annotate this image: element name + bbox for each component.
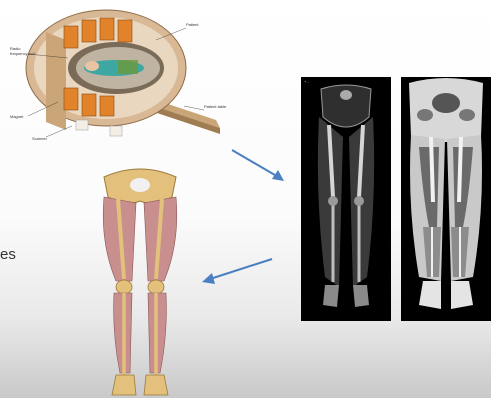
label-magnet: Magnet [10, 114, 23, 119]
arrow-to-model-icon [198, 255, 276, 287]
arrow-to-mri-icon [228, 146, 288, 186]
leg-3d-model [92, 163, 188, 398]
label-patient: Patient [186, 22, 198, 27]
mri-scanner-illustration: Radio frequency coil Patient Patient tab… [6, 2, 232, 152]
label-scanner: Scanner [32, 136, 47, 141]
slide-text-fragment: es [0, 246, 16, 263]
mri-image-right [401, 77, 491, 321]
label-patient-table: Patient table [204, 104, 228, 109]
mri-image-left: + - [301, 77, 391, 321]
label-radio-coil: Radio frequency coil [10, 46, 38, 56]
